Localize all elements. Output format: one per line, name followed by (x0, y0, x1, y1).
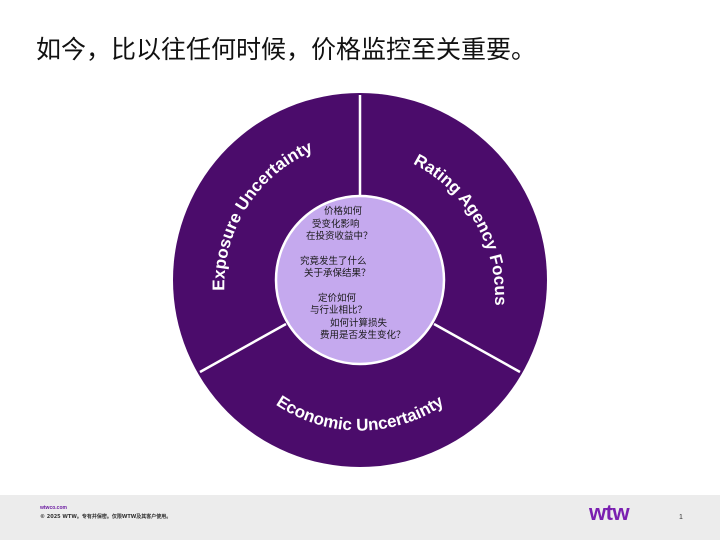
question-line: 价格如何 (324, 206, 363, 217)
wtw-logo: wtw (589, 500, 630, 525)
question-line: 与行业相比？ (310, 305, 368, 316)
page-number: 1 (679, 514, 683, 521)
slide-title: 如今，比以往任何时候，价格监控至关重要。 (36, 35, 537, 64)
question-line: 关于承保结果？ (304, 268, 371, 279)
question-line: 究竟发生了什么 (300, 255, 367, 267)
footer-copyright: © 2025 WTW。专有并保密。仅限WTW及其客户使用。 (40, 514, 172, 520)
segment-dividers (199, 95, 521, 374)
question-line: 费用是否发生变化？ (320, 330, 406, 341)
footer-url-link[interactable]: wtwco.com (40, 505, 67, 511)
question-line: 定价如何 (318, 292, 357, 304)
center-circle (274, 194, 446, 366)
center-questions: 价格如何 受变化影响 在投资收益中？ 究竟发生了什么 关于承保结果？ 定价如何 … (290, 206, 432, 343)
footer: wtwco.com © 2025 WTW。专有并保密。仅限WTW及其客户使用。 … (0, 495, 720, 540)
question-line: 受变化影响 (312, 218, 360, 230)
question-line: 如何计算损失 (330, 317, 388, 329)
question-line: 在投资收益中？ (306, 231, 373, 242)
